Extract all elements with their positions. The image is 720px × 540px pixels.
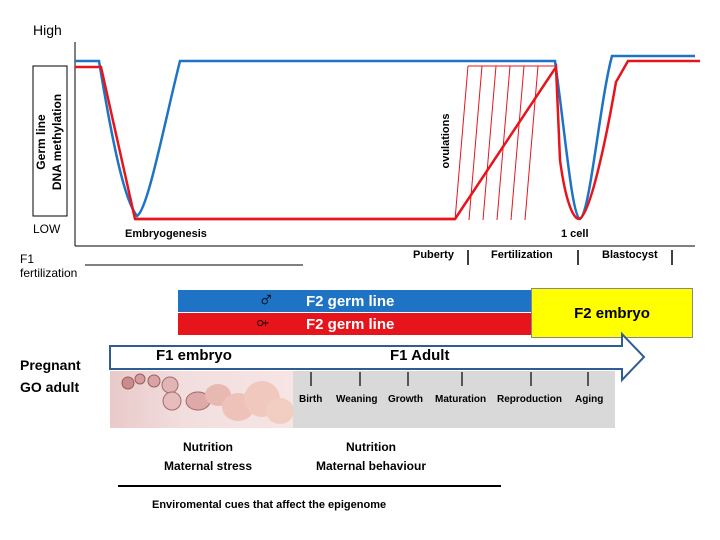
stage-aging: Aging — [575, 394, 604, 405]
stage-maturation: Maturation — [435, 394, 487, 405]
male-symbol-icon: ♂ — [258, 287, 275, 312]
axis-low-label: LOW — [33, 222, 61, 236]
f2-embryo-box: F2 embryo — [531, 288, 693, 338]
stage-reproduction: Reproduction — [497, 394, 562, 405]
cues-right: Nutrition Maternal behaviour — [315, 440, 427, 473]
axis-high-label: High — [33, 22, 62, 38]
male-germline-label: F2 germ line — [306, 293, 395, 310]
f1-adult-label: F1 Adult — [390, 347, 450, 364]
cues-left: Nutrition Maternal stress — [163, 440, 253, 473]
f1-embryo-label: F1 embryo — [156, 347, 232, 364]
pregnant-label: Pregnant GO adult — [20, 357, 81, 395]
stage-birth: Birth — [299, 394, 323, 405]
stage-growth: Growth — [388, 394, 423, 405]
blue-methylation-curve — [75, 54, 695, 221]
stage-weaning: Weaning — [336, 394, 378, 405]
phase-blastocyst: Blastocyst — [602, 249, 658, 261]
footer-caption: Enviromental cues that affect the epigen… — [152, 499, 387, 511]
phase-fertilization: Fertilization — [491, 249, 553, 261]
stage-band — [293, 371, 615, 428]
male-germline-bar: ♂ F2 germ line — [178, 287, 533, 312]
one-cell-label: 1 cell — [561, 228, 589, 240]
embryo-images-icon — [121, 373, 294, 424]
footer-line — [118, 485, 501, 487]
f2-embryo-label: F2 embryo — [574, 304, 650, 322]
f1-fertilization-label: F1 fertilization — [20, 252, 78, 280]
female-germline-label: F2 germ line — [306, 316, 395, 333]
ylabel-box — [32, 65, 68, 217]
phase-puberty: Puberty — [413, 249, 454, 261]
embryogenesis-label: Embryogenesis — [125, 228, 207, 240]
female-germline-bar: ♀ F2 germ line — [178, 313, 533, 335]
embryo-illustration — [110, 371, 294, 428]
ovulation-lines — [454, 65, 556, 221]
